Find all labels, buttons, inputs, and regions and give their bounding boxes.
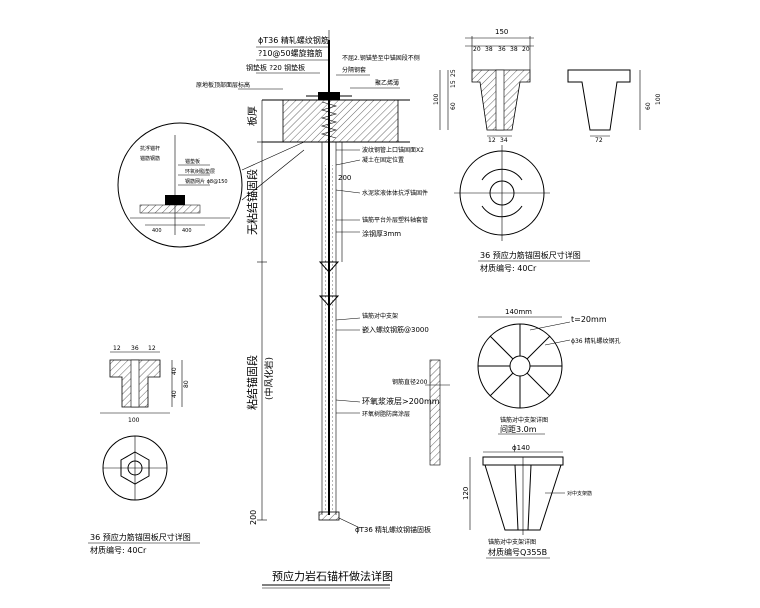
callout-top-left: 原地板顶部面层标高 <box>196 81 250 89</box>
note-6: 锚筋对中支架 <box>362 312 398 320</box>
note-9: 环氧树脂防腐涂层 <box>362 410 410 418</box>
plate-dim-60: 60 <box>450 102 457 110</box>
left-dim-80: 80 <box>183 380 190 388</box>
drawing-title: 预应力岩石锚杆做法详图 <box>272 569 393 583</box>
main-anchor-detail <box>238 30 410 529</box>
plate-dim-72: 72 <box>595 137 603 144</box>
zoom-label-3: 环氧树脂垫层 <box>185 168 215 175</box>
callout-plate: 钢垫板 ?20 钢垫板 <box>246 63 305 72</box>
centralizer-plan-detail <box>477 316 571 409</box>
elevation-width: ϕ140 <box>512 444 530 452</box>
zoom-label-4: 钢筋网片 ϕ8@150 <box>185 178 228 185</box>
zoom-label-2: 锚垫板 <box>185 158 200 165</box>
callout-wrap: 聚乙烯薄 <box>375 79 399 87</box>
plate-material: 材质编号: 40Cr <box>480 263 537 273</box>
zoom-circle-detail <box>117 122 305 248</box>
plate-dim-15: 15 <box>450 80 457 88</box>
side-rock-detail <box>425 359 450 466</box>
plate-dim-60b: 60 <box>645 102 652 110</box>
centralizer-width: 140mm <box>505 308 532 316</box>
left-dim-36: 36 <box>131 345 139 352</box>
zoom-dim-2: 400 <box>182 228 192 234</box>
centralizer-caption: 锚筋对中支架详图 <box>500 416 548 424</box>
elevation-height: 120 <box>462 487 470 500</box>
left-dim-12b: 12 <box>148 345 156 352</box>
left-plate-detail <box>100 351 183 501</box>
elevation-caption: 锚筋对中支架详图 <box>488 538 536 546</box>
centralizer-spacing: 间距3.0m <box>500 425 537 434</box>
note-10: ϕT36 精轧螺纹钢锚固板 <box>355 525 431 534</box>
callout-stirrup: ?10@50螺旋箍筋 <box>258 48 323 58</box>
left-material: 材质编号: 40Cr <box>90 545 147 555</box>
left-dim-40a: 40 <box>171 367 178 375</box>
callout-bar: ϕT36 精轧螺纹钢筋 <box>258 35 329 45</box>
left-dim-12a: 12 <box>113 345 121 352</box>
zoom-label-5: 抗浮锚杆 <box>140 145 160 152</box>
dim-200-mid: 200 <box>338 174 351 182</box>
centralizer-callout: ϕ36 精轧螺纹钢孔 <box>571 337 621 345</box>
dim-200-bottom: 200 <box>249 510 258 525</box>
note-7: 嵌入螺纹钢筋@3000 <box>362 325 429 334</box>
plate-dim-36: 36 <box>498 46 506 53</box>
left-dim-100: 100 <box>128 417 140 424</box>
side-label: 钢筋直径200 <box>392 378 428 386</box>
plate-dim-20a: 20 <box>473 46 481 53</box>
centralizer-1 <box>318 261 340 273</box>
plate-dim-100: 100 <box>433 93 440 105</box>
plate-caption: 36 预应力筋锚固板尺寸详图 <box>480 250 581 260</box>
note-5: 涂钢厚3mm <box>362 229 401 238</box>
note-8: 环氧浆液层>200mm <box>362 396 440 406</box>
callout-sheath: 分隔钢套 <box>342 66 366 74</box>
slab <box>282 99 399 143</box>
top-right-plate-detail <box>439 36 641 241</box>
plate-dim-150: 150 <box>495 28 508 36</box>
spiral-stirrup <box>320 101 338 139</box>
plate-dim-38b: 38 <box>510 46 518 53</box>
note-3: 水泥浆液体体抗浮锚固件 <box>362 189 428 197</box>
zoom-label-1: 锚筋钢筋 <box>140 155 160 162</box>
label-slab-thickness: 板厚 <box>246 106 259 126</box>
left-dim-40b: 40 <box>171 390 178 398</box>
plate-dim-20b: 20 <box>522 46 530 53</box>
elevation-callout: 对中支架筋 <box>567 490 592 497</box>
label-rock: (中风化岩) <box>263 357 275 400</box>
centralizer-thickness: t=20mm <box>571 315 607 324</box>
plate-dim-25: 25 <box>450 69 457 77</box>
zoom-dim-1: 400 <box>152 228 162 234</box>
plate-dim-38a: 38 <box>485 46 493 53</box>
note-4: 锚筋平台外层塑料轴套管 <box>362 216 428 224</box>
label-unbonded-segment: 无粘结锚固段 <box>245 169 259 235</box>
note-1: 波纹钢管上口锚固面X2 <box>362 146 424 154</box>
centralizer-2 <box>318 295 340 307</box>
label-bonded-segment: 粘结锚固段 <box>245 355 259 410</box>
plate-dim-100b: 100 <box>655 93 662 105</box>
plate-dim-34: 34 <box>500 137 508 144</box>
left-caption: 36 预应力筋锚固板尺寸详图 <box>90 532 191 542</box>
bottom-plate <box>318 511 340 521</box>
centralizer-elevation-detail <box>469 451 565 535</box>
elevation-material: 材质编号Q355B <box>488 547 547 557</box>
note-2: 凝土在固定位置 <box>362 156 404 164</box>
plate-dim-12: 12 <box>488 137 496 144</box>
callout-tie: 不屈2.钢锚垫至中锚固段不侧 <box>342 54 420 62</box>
